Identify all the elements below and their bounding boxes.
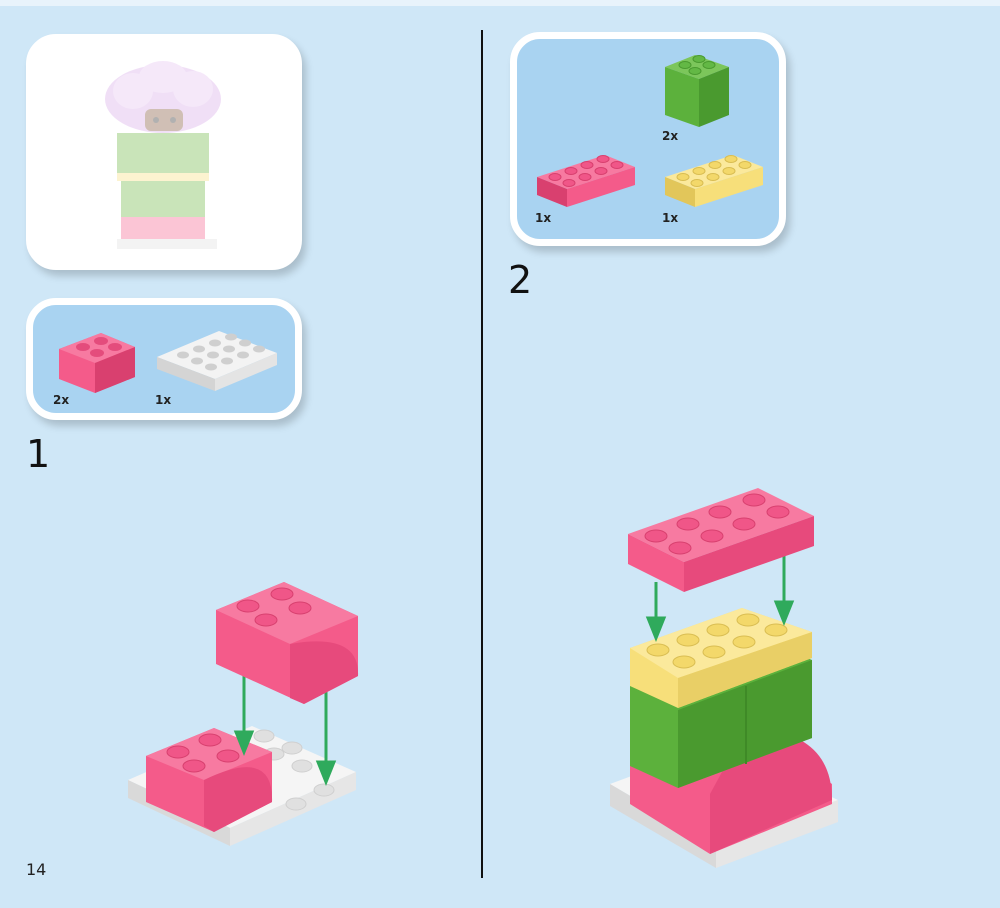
top-band bbox=[0, 0, 1000, 6]
part-qty: 1x bbox=[535, 211, 552, 225]
green-tall-brick-icon bbox=[665, 55, 729, 127]
part-qty: 1x bbox=[662, 211, 679, 225]
part-qty: 2x bbox=[53, 393, 70, 407]
yellow-brick-2x4-icon bbox=[665, 155, 763, 207]
step-number: 1 bbox=[26, 432, 51, 476]
model-preview-card bbox=[26, 34, 302, 270]
part-qty: 2x bbox=[662, 129, 679, 143]
step-1-assembly-illustration bbox=[128, 582, 359, 846]
pink-curved-brick-icon bbox=[59, 333, 135, 393]
pink-brick-2x4-icon bbox=[537, 155, 635, 207]
step-1-parts-card: 2x 1x bbox=[26, 298, 302, 420]
faded-figure-preview-icon bbox=[105, 61, 221, 249]
part-qty: 1x bbox=[155, 393, 172, 407]
white-plate-icon bbox=[157, 331, 277, 391]
step-2-parts-card: 2x 1x 1x bbox=[510, 32, 786, 246]
page-number: 14 bbox=[26, 860, 47, 879]
step-2-assembly-illustration bbox=[610, 488, 838, 868]
step-divider bbox=[481, 30, 483, 878]
step-number: 2 bbox=[508, 258, 533, 302]
